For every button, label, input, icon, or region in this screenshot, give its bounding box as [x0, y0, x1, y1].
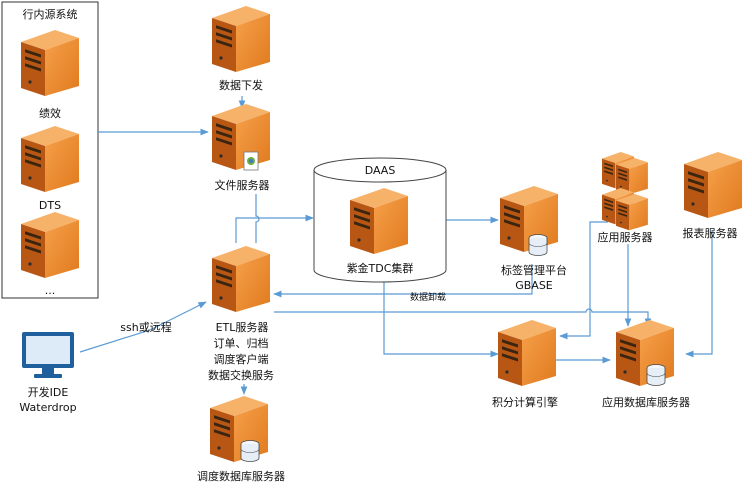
server-icon [21, 212, 79, 278]
source-item-label: ... [45, 284, 56, 297]
dev-ide-tool-label: Waterdrop [19, 401, 76, 414]
etl-role-label: 数据交换服务 [208, 368, 274, 382]
edge-etl-to-daas [235, 214, 314, 243]
schedule-db-label: 调度数据库服务器 [197, 469, 285, 483]
edge-report-to-app-db [685, 230, 713, 358]
connectors [79, 96, 713, 395]
file-server-label: 文件服务器 [215, 178, 270, 192]
tag-platform-label: 标签管理平台 [501, 263, 567, 277]
data-dispatch-label: 数据下发 [219, 78, 263, 92]
edge-file-server-to-etl [255, 194, 260, 243]
daas-title: DAAS [365, 164, 396, 177]
server-icon [21, 30, 79, 96]
etl-server-label: ETL服务器 [216, 321, 269, 334]
server-icon [212, 6, 270, 72]
app-db-label: 应用数据库服务器 [602, 395, 690, 409]
server-icon [684, 152, 742, 218]
source-system-group: 行内源系统 绩效 DTS ... [1, 1, 99, 299]
points-engine-label: 积分计算引擎 [492, 395, 558, 409]
server-icon [21, 126, 79, 192]
edge-etl-to-app-db [274, 308, 652, 327]
unload-edge-label: 数据卸载 [410, 291, 446, 303]
server-icon [498, 320, 556, 386]
report-server-label: 报表服务器 [683, 226, 738, 240]
source-item-label: 绩效 [39, 106, 61, 120]
etl-role-label: 订单、归档 [214, 336, 269, 350]
dev-ide-label: 开发IDE [28, 385, 69, 399]
file-icon [243, 151, 259, 171]
database-icon [646, 364, 666, 386]
source-item-label: DTS [39, 199, 61, 212]
database-icon [240, 440, 260, 462]
edge-daas-to-points [383, 282, 499, 358]
edge-ssh [79, 301, 207, 353]
tag-platform-db-label: GBASE [515, 279, 553, 292]
edge-app-server-to-points [559, 221, 608, 340]
ssh-edge-label: ssh或远程 [120, 321, 171, 334]
server-icon [350, 188, 408, 254]
server-icon [616, 194, 648, 231]
app-server-cluster [602, 152, 648, 231]
source-group-title: 行内源系统 [23, 7, 78, 21]
computer-icon [22, 332, 74, 378]
etl-role-label: 调度客户端 [214, 352, 269, 366]
server-icon [212, 104, 270, 170]
tdc-cluster-label: 紫金TDC集群 [347, 261, 414, 275]
database-icon [528, 234, 548, 256]
app-server-label: 应用服务器 [598, 230, 653, 244]
server-icon [212, 246, 270, 312]
edge-unload [273, 264, 533, 298]
